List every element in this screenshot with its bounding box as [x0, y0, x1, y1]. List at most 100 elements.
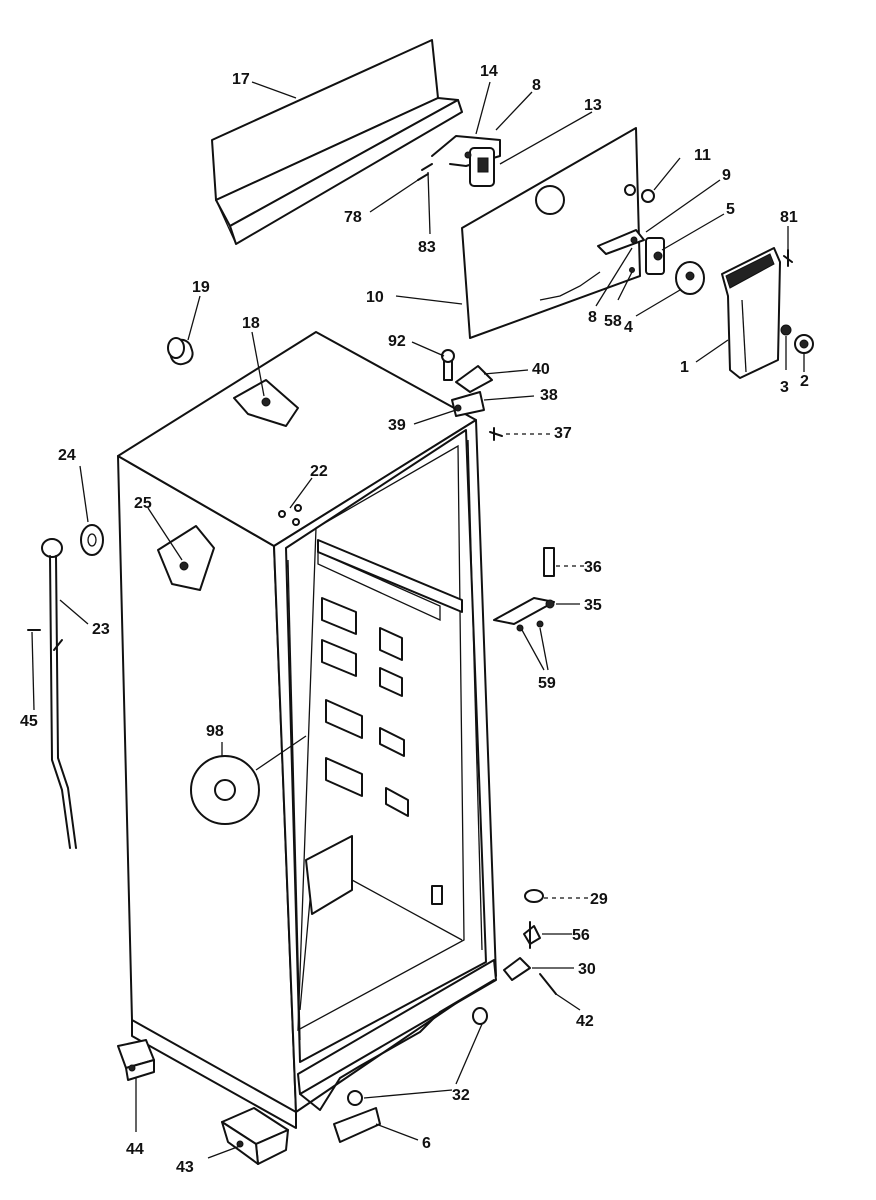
plug-32-b [347, 1090, 363, 1106]
label-17: 17 [232, 71, 250, 88]
label-22: 22 [310, 463, 328, 480]
label-45: 45 [20, 713, 38, 730]
control-housing [721, 247, 814, 379]
label-43: 43 [176, 1159, 194, 1176]
label-4: 4 [624, 319, 633, 336]
liner-edge-left [287, 559, 301, 1041]
panel-10-hole-small [624, 184, 636, 196]
grommet-11 [641, 189, 655, 203]
cabinet-base-contour [299, 979, 495, 1111]
control-panel [461, 127, 641, 339]
tube-23 [49, 555, 71, 849]
label-24: 24 [58, 447, 76, 464]
insulation-18-plug [261, 397, 271, 407]
shelf-rail [317, 539, 463, 613]
screw-81 [783, 249, 793, 267]
screw-8-thermo [630, 236, 638, 244]
drain-tube [27, 524, 104, 849]
cabinet-bottom-edge [131, 1019, 297, 1129]
foot-43 [221, 1107, 289, 1165]
label-38: 38 [540, 387, 558, 404]
screw-59-a [516, 624, 524, 632]
tube-23-wall [55, 555, 77, 849]
bracket-30 [503, 957, 531, 981]
label-8-mid: 8 [588, 309, 597, 326]
grommet-24 [80, 524, 104, 556]
hinge-35 [493, 597, 555, 625]
housing-1-top [725, 253, 775, 289]
panel-17-edge [215, 199, 237, 245]
insulation-25 [157, 525, 215, 591]
panel-10-hole [535, 185, 565, 215]
label-6: 6 [422, 1135, 431, 1152]
switch-13-button [477, 157, 489, 173]
dial-4-center [685, 271, 695, 281]
label-59: 59 [538, 675, 556, 692]
cabinet [117, 331, 497, 1129]
label-92: 92 [388, 333, 406, 350]
label-78: 78 [344, 209, 362, 226]
label-11: 11 [694, 147, 711, 164]
label-37: 37 [554, 425, 572, 442]
shim-39 [454, 404, 462, 412]
screw-8-top [464, 151, 472, 159]
liner-back [297, 444, 465, 1032]
thermostat-5-shaft [653, 251, 663, 261]
hinge-38 [451, 391, 485, 417]
roller-56 [523, 925, 541, 945]
label-58: 58 [604, 313, 622, 330]
label-14: 14 [480, 63, 498, 80]
panel-10-edge-detail [539, 271, 601, 301]
bulb-3 [780, 324, 792, 336]
label-39: 39 [388, 417, 406, 434]
top-hole-3 [294, 504, 302, 512]
label-29: 29 [590, 891, 608, 908]
label-13: 13 [584, 97, 602, 114]
label-18: 18 [242, 315, 260, 332]
shelf-supports [321, 597, 409, 817]
disk-98-center [214, 779, 236, 801]
top-hole-1 [278, 510, 286, 518]
callout-labels: 17 14 8 13 11 9 5 81 78 83 10 8 58 4 1 3… [20, 63, 809, 1176]
switch-bracket [417, 135, 501, 187]
leader-lines [31, 81, 805, 1159]
insulation-25-plug [179, 561, 189, 571]
hinge-35-pin [545, 599, 555, 609]
plug-32-a [472, 1007, 488, 1025]
label-10: 10 [366, 289, 384, 306]
label-19: 19 [192, 279, 210, 296]
screw-42 [539, 973, 557, 995]
label-36: 36 [584, 559, 602, 576]
liner-edge-right [467, 439, 483, 951]
label-42: 42 [576, 1013, 594, 1030]
label-40: 40 [532, 361, 550, 378]
label-9: 9 [722, 167, 731, 184]
label-56: 56 [572, 927, 590, 944]
pin-36 [543, 547, 555, 577]
liner-clip [431, 885, 443, 905]
label-98: 98 [206, 723, 224, 740]
label-2: 2 [800, 373, 809, 390]
base-rail [297, 959, 497, 1095]
label-3: 3 [780, 379, 789, 396]
tube-23-clip [53, 639, 63, 651]
label-5: 5 [726, 201, 735, 218]
label-8-top: 8 [532, 77, 541, 94]
screw-58 [629, 267, 635, 273]
grille-6 [333, 1107, 381, 1143]
label-23: 23 [92, 621, 110, 638]
liner-hump [305, 835, 353, 915]
label-32: 32 [452, 1087, 470, 1104]
top-hinge [441, 349, 503, 441]
label-25: 25 [134, 495, 152, 512]
screw-37 [489, 427, 503, 441]
label-81: 81 [780, 209, 798, 226]
label-83: 83 [418, 239, 436, 256]
top-hole-2 [292, 518, 300, 526]
bottom-hinge [493, 547, 555, 632]
leveling-parts [503, 889, 557, 995]
foot-44 [117, 1039, 155, 1081]
label-44: 44 [126, 1141, 144, 1158]
